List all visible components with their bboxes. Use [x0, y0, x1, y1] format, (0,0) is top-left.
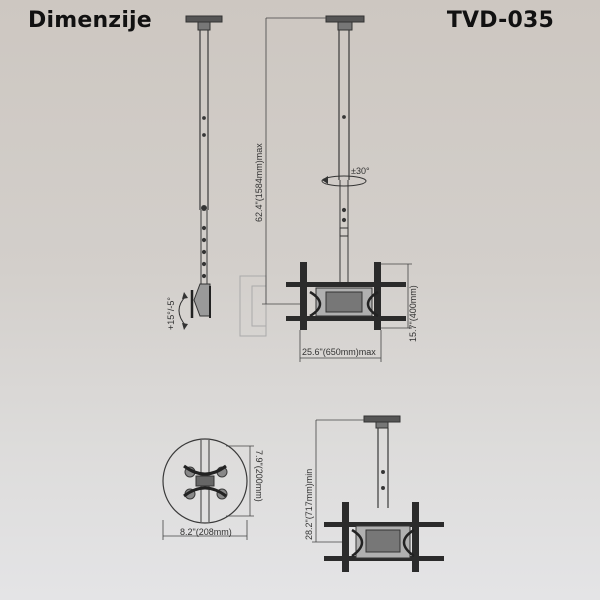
model-number: TVD-035 — [446, 8, 554, 33]
height-min-dimension — [312, 419, 364, 543]
front-view-min-drawing — [324, 415, 444, 572]
tilt-angle-label: +15°/-5° — [166, 297, 176, 330]
side-view-drawing — [185, 15, 223, 318]
swivel-angle-label: ±30° — [351, 166, 370, 176]
swivel-arrow-icon — [321, 175, 367, 187]
base-width-label: 8.2"(208mm) — [180, 527, 232, 537]
page-title: Dimenzije — [28, 8, 152, 33]
height-max-label: 62.4"(1584mm)max — [254, 143, 264, 222]
plate-width-label: 25.6"(650mm)max — [302, 347, 376, 357]
front-view-drawing — [286, 15, 406, 330]
plate-height-label: 15.7"(400mm) — [408, 285, 418, 342]
ceiling-base-drawing — [162, 438, 248, 524]
base-height-label: 7.9"(200mm) — [254, 450, 264, 502]
tilt-arrow-icon — [178, 295, 187, 327]
height-min-label: 28.2"(717mm)min — [304, 469, 314, 540]
height-max-dimension — [262, 17, 326, 305]
